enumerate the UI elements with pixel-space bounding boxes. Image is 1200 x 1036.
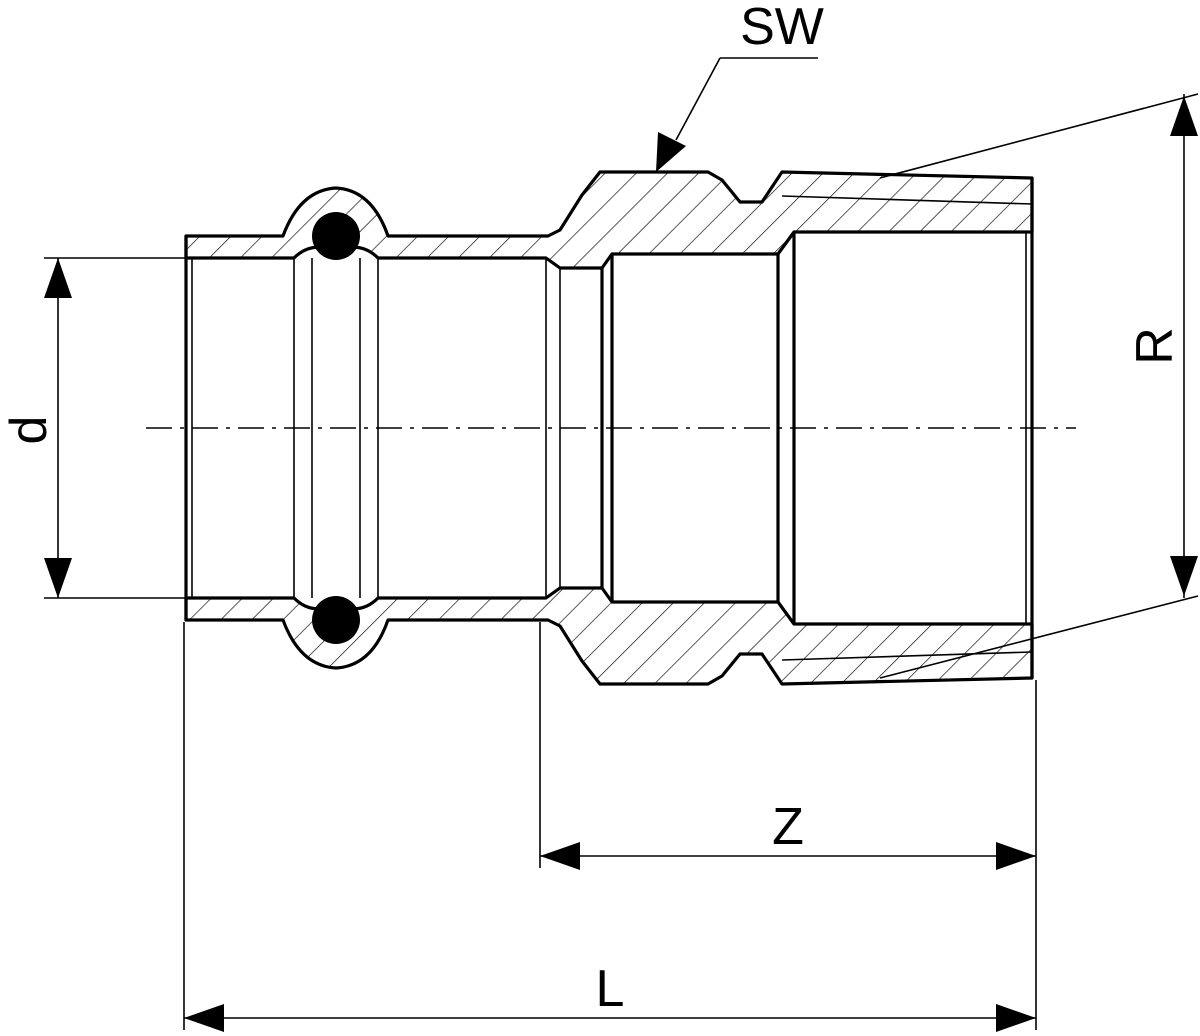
label-l: L: [596, 960, 625, 1018]
dimension-r: R: [879, 93, 1199, 679]
fitting-lower-wall: [184, 586, 1034, 686]
oring-bottom: [312, 596, 360, 644]
label-d: d: [0, 416, 58, 445]
dimension-z: Z: [539, 622, 1037, 1030]
dimension-d: d: [0, 257, 186, 599]
dimension-sw: SW: [656, 0, 824, 172]
oring-top: [312, 212, 360, 260]
label-sw: SW: [740, 0, 824, 56]
label-z: Z: [772, 798, 804, 856]
label-r: R: [1126, 327, 1184, 365]
fitting-upper-wall: [184, 170, 1034, 270]
dimension-l: L: [183, 622, 1036, 1032]
